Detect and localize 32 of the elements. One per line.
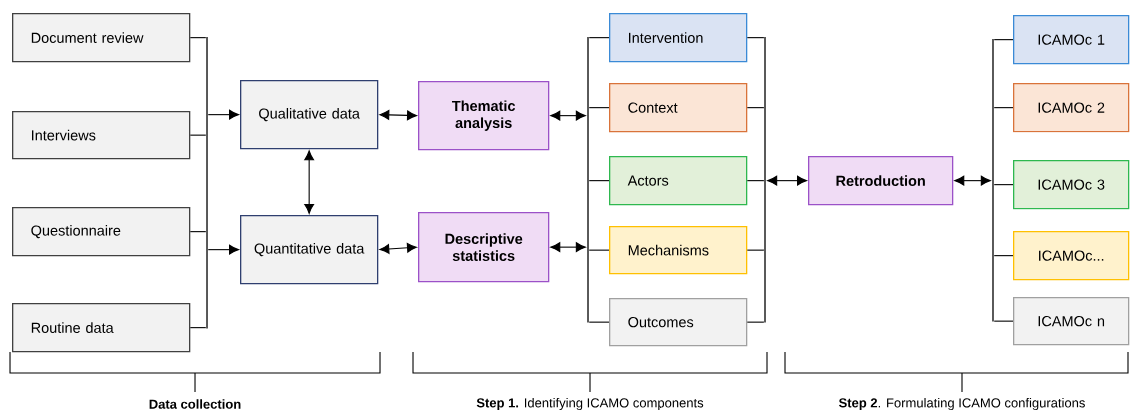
configuration-box: ICAMOc 2 [1013,83,1130,133]
component-box: Intervention [609,13,748,63]
arrow [207,244,239,255]
analysis-box: Thematic analysis [418,81,550,151]
arrow [304,150,315,214]
component-box: Context [609,83,748,133]
data-box: Quantitative data [240,215,379,285]
process-box: Retroduction [808,156,954,206]
bracket-label: Data collection [149,399,241,409]
arrow [550,242,586,253]
configuration-box: ICAMOc n [1013,297,1130,346]
arrow [379,242,417,254]
arrow [767,175,807,186]
source-box: Interviews [12,111,191,160]
bus-line [206,37,208,329]
configuration-box: ICAMOc 1 [1013,15,1130,65]
source-box: Routine data [12,303,191,353]
component-box: Outcomes [609,298,748,347]
bracket-label: Step 2. Formulating ICAMO configurations [838,397,1085,411]
source-box: Questionnaire [12,207,191,257]
component-box: Actors [609,156,748,206]
arrow [207,109,239,120]
configuration-box: ICAMOc 3 [1013,160,1130,210]
arrow [954,175,991,186]
bracket-label: Step 1. Identifying ICAMO components [476,397,704,411]
analysis-box: Descriptive statistics [418,212,550,283]
configuration-box: ICAMOc... [1013,231,1130,281]
component-box: Mechanisms [609,226,748,275]
arrow [379,110,417,121]
arrow [550,110,586,121]
data-box: Qualitative data [240,80,379,150]
source-box: Document review [12,13,191,63]
